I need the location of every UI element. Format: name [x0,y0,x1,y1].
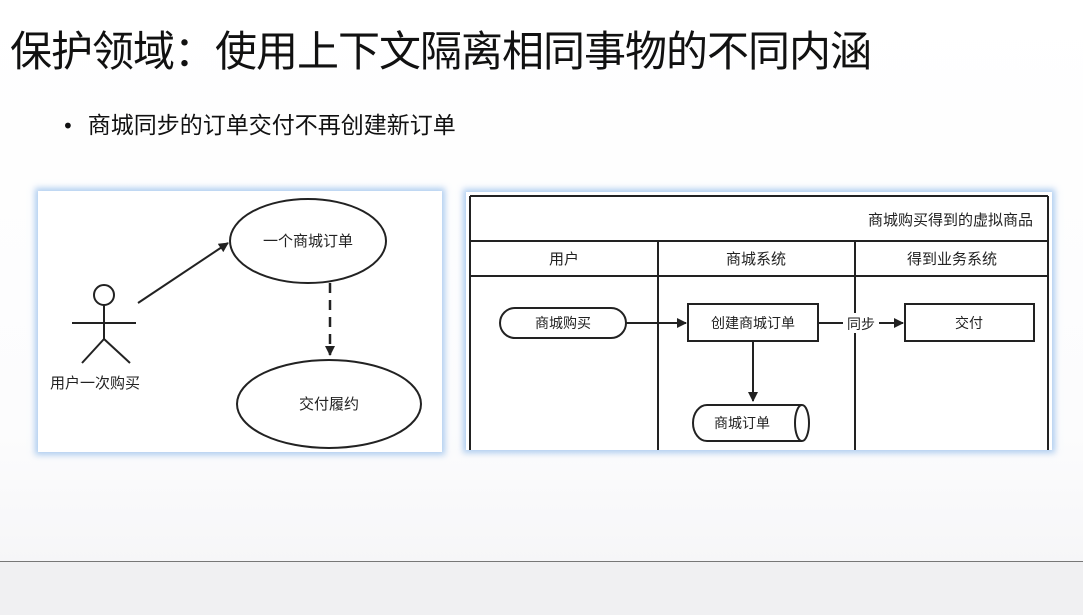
sync-label: 同步 [847,317,875,333]
actor-label: 用户一次购买 [50,374,140,392]
order-data-store-cap [794,404,803,442]
start-node-label: 商城购买 [535,316,591,332]
use-case-diagram-panel: 用户一次购买 一个商城订单 交付履约 [38,191,442,452]
footer-area [0,562,1083,615]
node-deliver-label: 交付 [955,315,983,332]
sync-label-bg [843,313,879,333]
use-case-diagram: 用户一次购买 一个商城订单 交付履约 [50,198,422,449]
node-create-order-label: 创建商城订单 [711,316,795,332]
swimlane-diagram-panel: 商城购买得到的虚拟商品 用户 商城系统 得到业务系统 商城购买 创建商城订单 同… [466,192,1052,450]
slide-title: 保护领域：使用上下文隔离相同事物的不同内涵 [10,27,872,76]
actor-to-order-arrow [137,242,229,304]
actor-left-leg [81,338,105,364]
lane-title-user: 用户 [549,250,579,268]
bullet-text: 商城同步的订单交付不再创建新订单 [87,113,456,139]
bullet-dot: • [62,114,74,138]
diagram-header-title: 商城购买得到的虚拟商品 [868,211,1033,229]
lane-title-mall-system: 商城系统 [726,250,786,268]
actor-head [93,284,115,306]
use-case-fulfillment [236,359,422,449]
lane-title-dedao-system: 得到业务系统 [907,250,997,268]
node-deliver [904,303,1035,342]
bullet-item: • 商城同步的订单交付不再创建新订单 [62,110,456,142]
use-case-order [229,198,387,284]
actor-right-leg [103,338,131,364]
actor-figure [72,284,136,364]
order-data-store-label: 商城订单 [714,416,770,432]
use-case-fulfillment-label: 交付履约 [299,395,359,413]
swimlane-diagram: 商城购买得到的虚拟商品 用户 商城系统 得到业务系统 商城购买 创建商城订单 同… [469,195,1049,450]
use-case-order-label: 一个商城订单 [263,232,353,250]
footer-divider [0,561,1083,562]
